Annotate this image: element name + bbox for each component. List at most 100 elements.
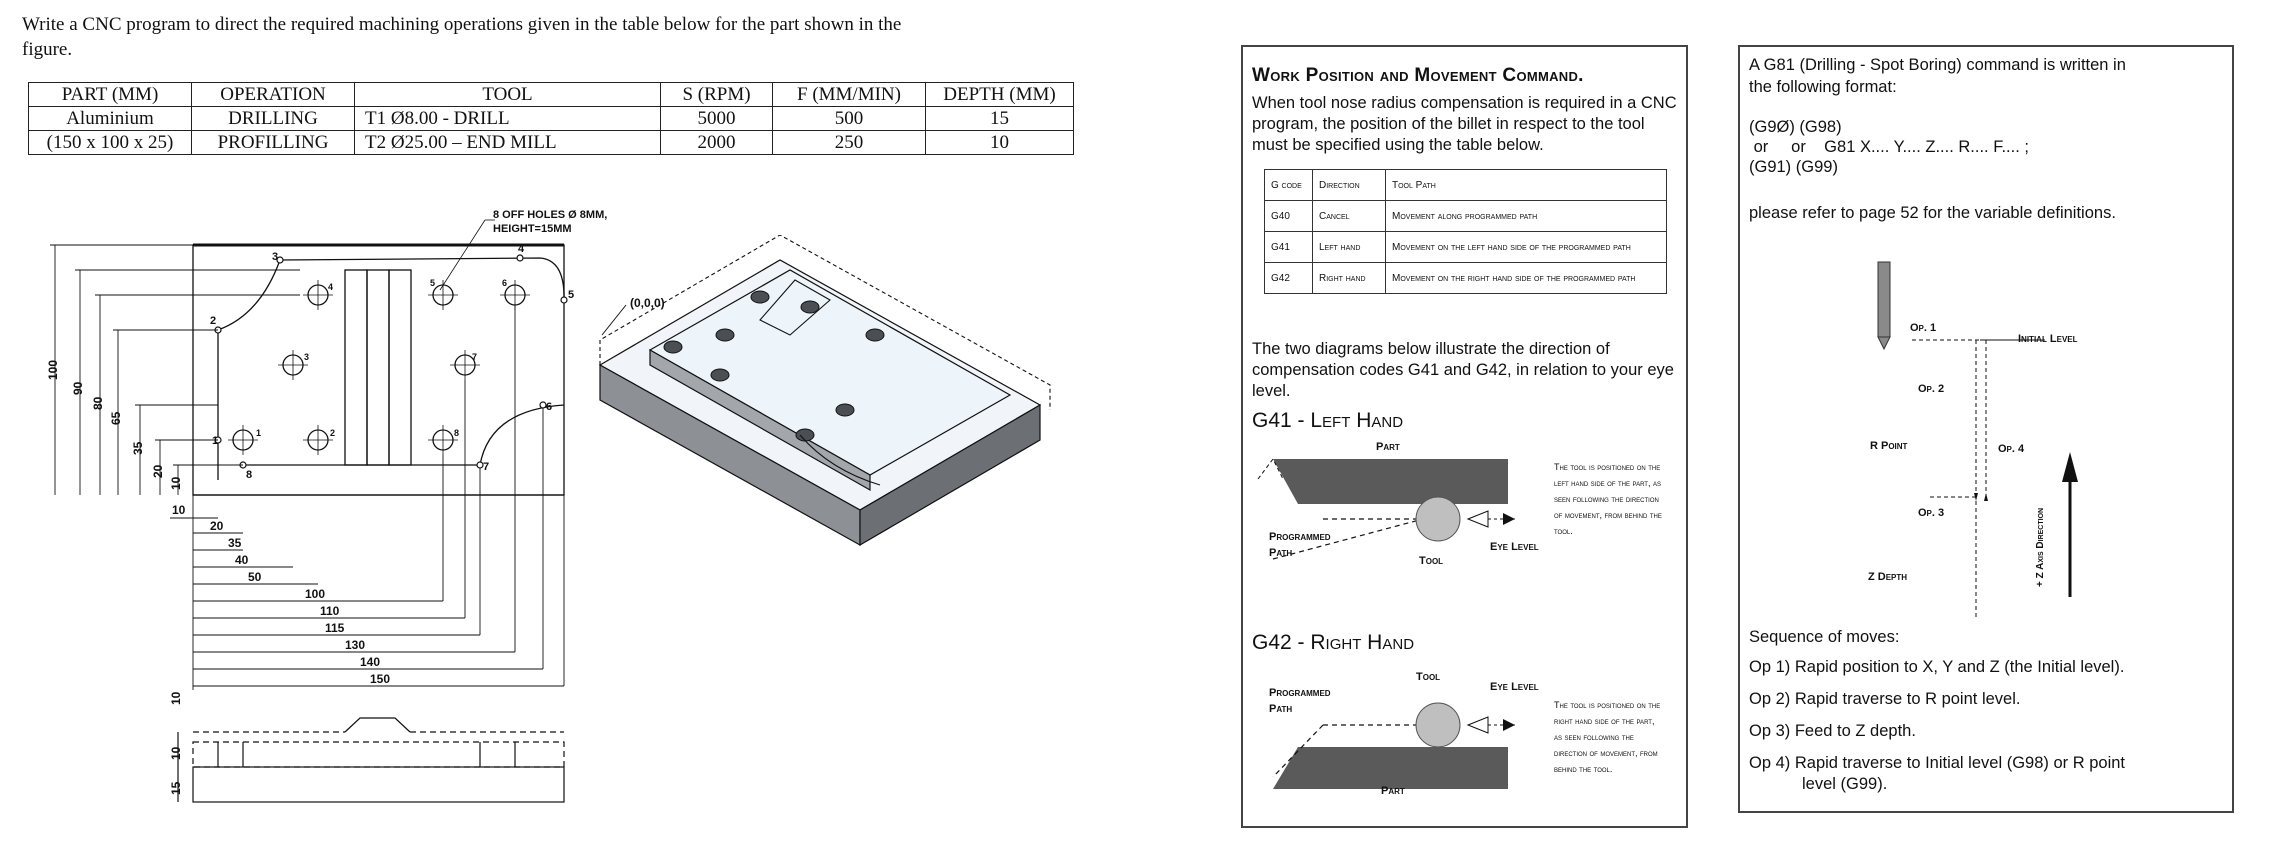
cell: G42 (1264, 262, 1313, 294)
dim-label: 130 (345, 638, 365, 652)
desc-line: tool. (1554, 526, 1573, 536)
cell: 250 (772, 130, 926, 155)
cell: T2 Ø25.00 – END MILL (354, 130, 661, 155)
dim-label: 100 (46, 360, 60, 380)
op2-label: Op. 2 (1918, 383, 1945, 395)
g41-description: The tool is positioned on the left hand … (1554, 459, 1679, 539)
cell: G41 (1264, 231, 1313, 263)
dim-label: 20 (151, 464, 165, 478)
side-view (177, 717, 565, 803)
question-text: Write a CNC program to direct the requir… (22, 12, 1032, 62)
dim-label: 90 (71, 381, 85, 395)
col-depth: DEPTH (MM) (925, 82, 1074, 107)
hole-label: 7 (472, 352, 477, 362)
desc-line: The tool is positioned on the (1554, 700, 1661, 710)
table-row: (150 x 100 x 25) PROFILLING T2 Ø25.00 – … (28, 130, 1074, 155)
compensation-table: G code Direction Tool Path G40 Cancel Mo… (1264, 169, 1667, 294)
cell: Aluminium (28, 106, 192, 131)
cell: Tool Path (1385, 169, 1667, 201)
table-row: G41 Left hand Movement on the left hand … (1264, 231, 1667, 263)
point-label: 8 (246, 469, 252, 481)
question-line-2: figure. (22, 39, 73, 60)
g42-part-label: Part (1381, 785, 1405, 797)
origin-label: (0,0,0) (630, 296, 665, 310)
cell: Movement on the left hand side of the pr… (1385, 231, 1667, 263)
hole-label: 8 (454, 428, 459, 438)
point-label: 2 (210, 315, 216, 327)
part-drawing: 100 90 80 65 35 20 10 10 20 35 40 50 100… (46, 209, 607, 803)
desc-line: as seen following the (1554, 732, 1634, 742)
desc-line: left hand side of the part, as (1554, 478, 1661, 488)
holes-note: 8 OFF HOLES Ø 8MM, (493, 209, 607, 221)
g81-format-line-1: (G9Ø) (G98) (1749, 118, 1842, 136)
panel-title: Work Position and Movement Command. (1252, 65, 1584, 86)
g42-tool-label: Tool (1416, 671, 1441, 683)
dim-label: 15 (169, 781, 183, 795)
dim-label: 140 (360, 655, 380, 669)
point-label: 1 (212, 435, 218, 447)
point-label: 7 (483, 461, 489, 473)
point-label: 4 (518, 243, 525, 255)
cell: Right hand (1312, 262, 1386, 294)
col-feed: F (MM/MIN) (772, 82, 926, 107)
cell: Direction (1312, 169, 1386, 201)
cell: Cancel (1312, 200, 1386, 232)
hole-label: 6 (502, 278, 507, 288)
col-speed: S (RPM) (660, 82, 773, 107)
machining-table: PART (MM) OPERATION TOOL S (RPM) F (MM/M… (28, 82, 1074, 155)
g41-path-label: Path (1269, 547, 1293, 559)
desc-line: direction of movement, from (1554, 748, 1658, 758)
op4-label: Op. 4 (1998, 443, 2025, 455)
cell: 15 (925, 106, 1074, 131)
cell: Left hand (1312, 231, 1386, 263)
hole-label: 3 (304, 352, 309, 362)
g42-diagram (1272, 702, 1515, 789)
sequence-step-cont: level (G99). (1802, 775, 1888, 793)
g41-eye-label: Eye Level (1490, 541, 1539, 553)
cell: 2000 (660, 130, 773, 155)
table-row: Aluminium DRILLING T1 Ø8.00 - DRILL 5000… (28, 106, 1074, 131)
g81-intro-line-1: A G81 (Drilling - Spot Boring) command i… (1749, 56, 2126, 74)
panel-intro: When tool nose radius compensation is re… (1252, 94, 1677, 154)
dim-label: 10 (172, 503, 186, 517)
col-part: PART (MM) (28, 82, 192, 107)
dim-label: 40 (235, 553, 249, 567)
g41-part-label: Part (1376, 441, 1400, 453)
g41-title: G41 - Left Hand (1252, 409, 1404, 432)
g41-diagram (1257, 458, 1515, 560)
g42-description: The tool is positioned on the right hand… (1554, 697, 1679, 777)
point-label: 3 (272, 251, 278, 263)
cell: 5000 (660, 106, 773, 131)
table-row: G40 Cancel Movement along programmed pat… (1264, 200, 1667, 232)
drilling-cycle-diagram (1877, 261, 2078, 617)
sequence-step: Op 2) Rapid traverse to R point level. (1749, 690, 2021, 708)
point-label: 6 (546, 401, 552, 413)
holes-note: HEIGHT=15MM (493, 223, 572, 235)
dim-label: 10 (169, 746, 183, 760)
dim-label: 50 (248, 570, 262, 584)
hole-label: 2 (330, 428, 335, 438)
question-line-1: Write a CNC program to direct the requir… (22, 14, 902, 35)
dim-label: 100 (305, 587, 325, 601)
g42-path-label: Path (1269, 703, 1293, 715)
g42-title: G42 - Right Hand (1252, 631, 1415, 654)
op3-label: Op. 3 (1918, 507, 1945, 519)
initial-level-label: Initial Level (2018, 333, 2078, 345)
cell: 10 (925, 130, 1074, 155)
desc-line: The tool is positioned on the (1554, 462, 1661, 472)
sequence-title: Sequence of moves: (1749, 628, 1900, 646)
cell: PROFILLING (191, 130, 355, 155)
cell: T1 Ø8.00 - DRILL (354, 106, 661, 131)
dim-label: 150 (370, 672, 390, 686)
dim-label: 35 (131, 441, 145, 455)
op1-label: Op. 1 (1910, 322, 1937, 334)
g81-refer: please refer to page 52 for the variable… (1749, 204, 2116, 222)
point-label: 5 (568, 289, 574, 301)
dim-label: 80 (91, 396, 105, 410)
col-tool: TOOL (354, 82, 661, 107)
dim-label: 10 (169, 476, 183, 490)
g81-panel: A G81 (Drilling - Spot Boring) command i… (1738, 45, 2234, 813)
dim-label: 110 (320, 604, 340, 618)
cell: Movement along programmed path (1385, 200, 1667, 232)
z-axis-label: + Z Axis Direction (2035, 507, 2046, 587)
